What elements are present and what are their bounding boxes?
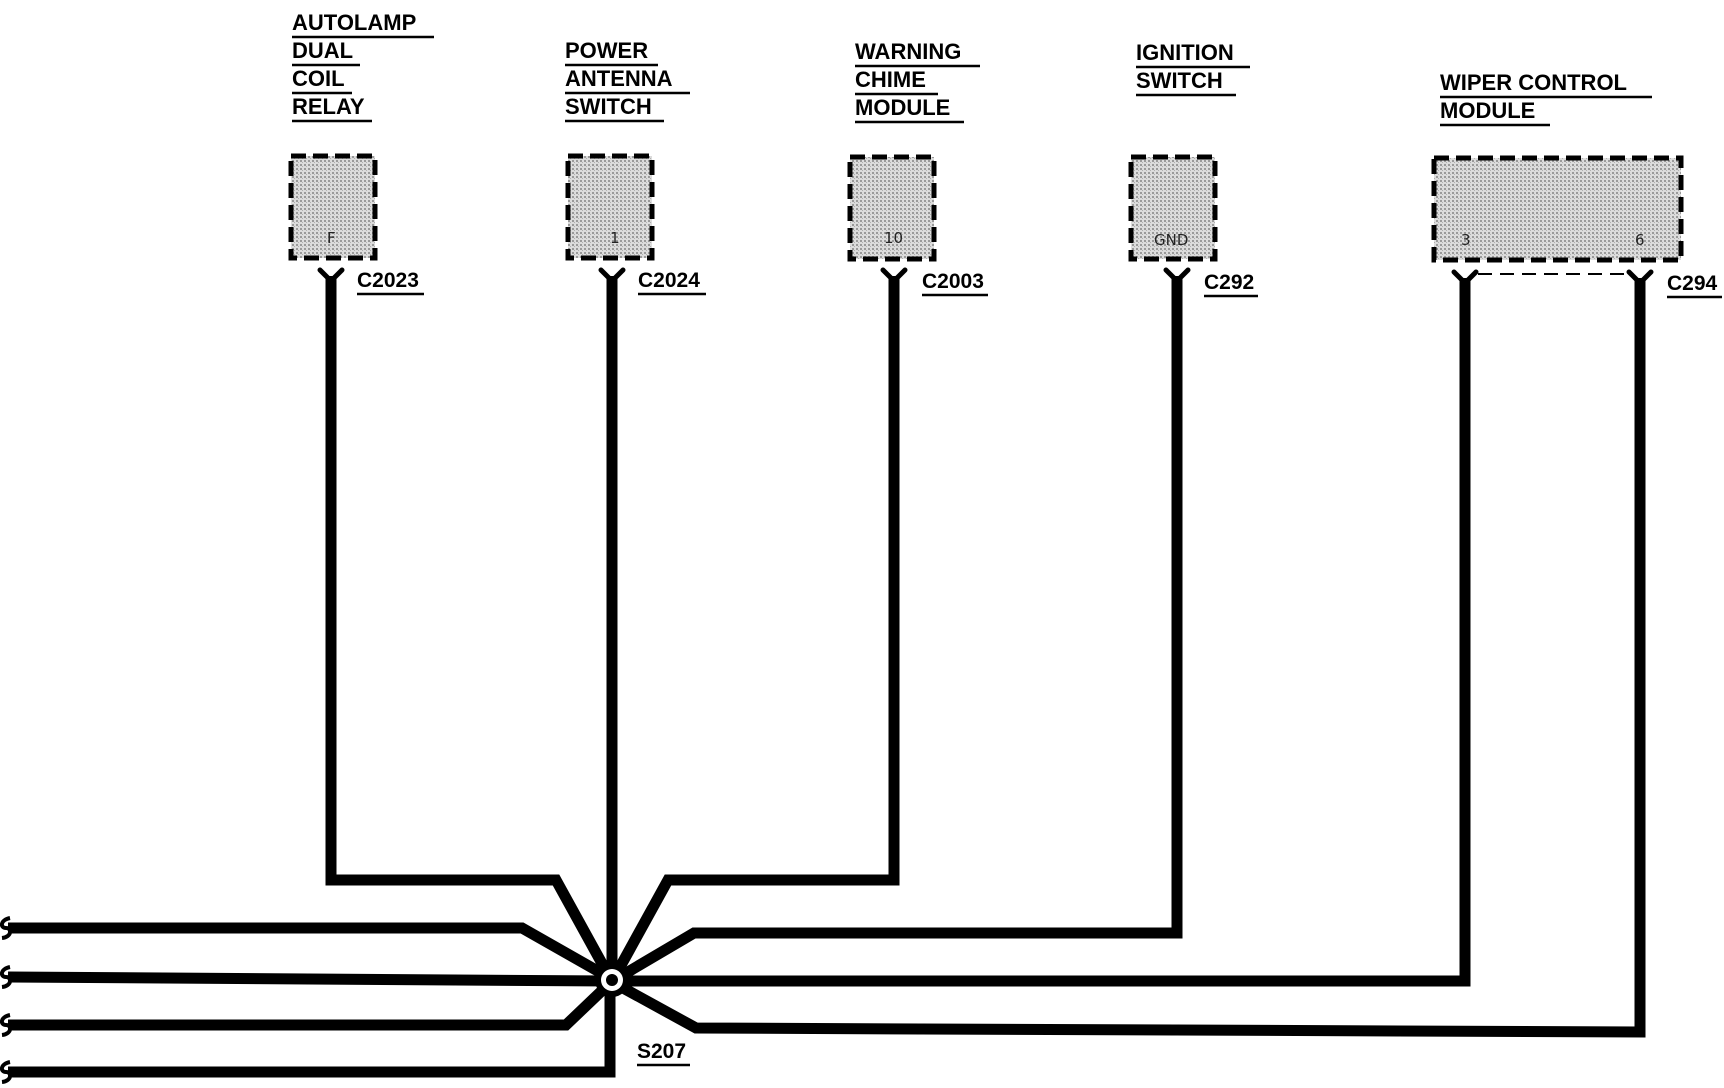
pin-label: 10	[884, 229, 903, 247]
component-label-line: MODULE	[1440, 98, 1535, 123]
component-label-line: WIPER CONTROL	[1440, 70, 1627, 95]
wire-end-marks	[0, 916, 13, 1084]
power-antenna-switch: 1	[565, 153, 655, 261]
autolamp-dual-coil-relay: F	[288, 153, 378, 261]
component-label-line: POWER	[565, 38, 648, 63]
wire-wiper-3	[614, 278, 1471, 987]
wiper-control-module-label: WIPER CONTROL MODULE	[1440, 70, 1652, 127]
component-label-line: SWITCH	[1136, 68, 1223, 93]
wire-left-3	[8, 979, 614, 1031]
component-label-line: IGNITION	[1136, 40, 1234, 65]
connector-label-c294: C294	[1667, 272, 1718, 295]
wire-autolamp	[325, 276, 615, 981]
connector-label-c2003: C2003	[922, 270, 984, 293]
wire-ignition-switch	[613, 276, 1183, 984]
connector-label-c292: C292	[1204, 271, 1254, 294]
wire-left-2	[7, 971, 611, 987]
power-antenna-switch-label: POWER ANTENNA SWITCH	[565, 38, 690, 123]
ignition-switch: GND	[1128, 154, 1218, 262]
component-label-line: DUAL	[292, 38, 353, 63]
connector-label-c2023: C2023	[357, 269, 419, 292]
warning-chime-module: 10	[847, 154, 937, 262]
component-label-line: RELAY	[292, 94, 365, 119]
ignition-switch-label: IGNITION SWITCH	[1136, 40, 1250, 97]
connector-label-c2024: C2024	[638, 269, 700, 292]
component-label-line: WARNING	[855, 39, 961, 64]
wiper-control-module: 3 6	[1431, 155, 1684, 263]
pin-label: F	[327, 229, 336, 247]
component-label-line: ANTENNA	[565, 66, 673, 91]
connector-labels: C2023 C2024 C2003 C292 C294	[357, 269, 1722, 299]
connector-terminals	[317, 267, 1654, 287]
wire-wiper-6	[611, 278, 1646, 1038]
pin-label: GND	[1154, 231, 1188, 249]
component-label-line: CHIME	[855, 67, 926, 92]
component-label-line: SWITCH	[565, 94, 652, 119]
component-label-line: MODULE	[855, 95, 950, 120]
wire-left-4	[8, 983, 616, 1078]
component-label-line: COIL	[292, 66, 345, 91]
autolamp-dual-coil-relay-label: AUTOLAMP DUAL COIL RELAY	[292, 10, 434, 123]
splice-s207	[595, 963, 629, 997]
warning-chime-module-label: WARNING CHIME MODULE	[855, 39, 980, 124]
splice-label: S207	[637, 1040, 686, 1063]
pin-label: 1	[610, 229, 620, 247]
wires	[7, 276, 1646, 1078]
wire-left-1	[8, 922, 613, 983]
wire-warning-chime	[609, 276, 900, 981]
pin-label: 3	[1461, 231, 1471, 249]
component-label-line: AUTOLAMP	[292, 10, 416, 35]
pin-label: 6	[1635, 231, 1645, 249]
